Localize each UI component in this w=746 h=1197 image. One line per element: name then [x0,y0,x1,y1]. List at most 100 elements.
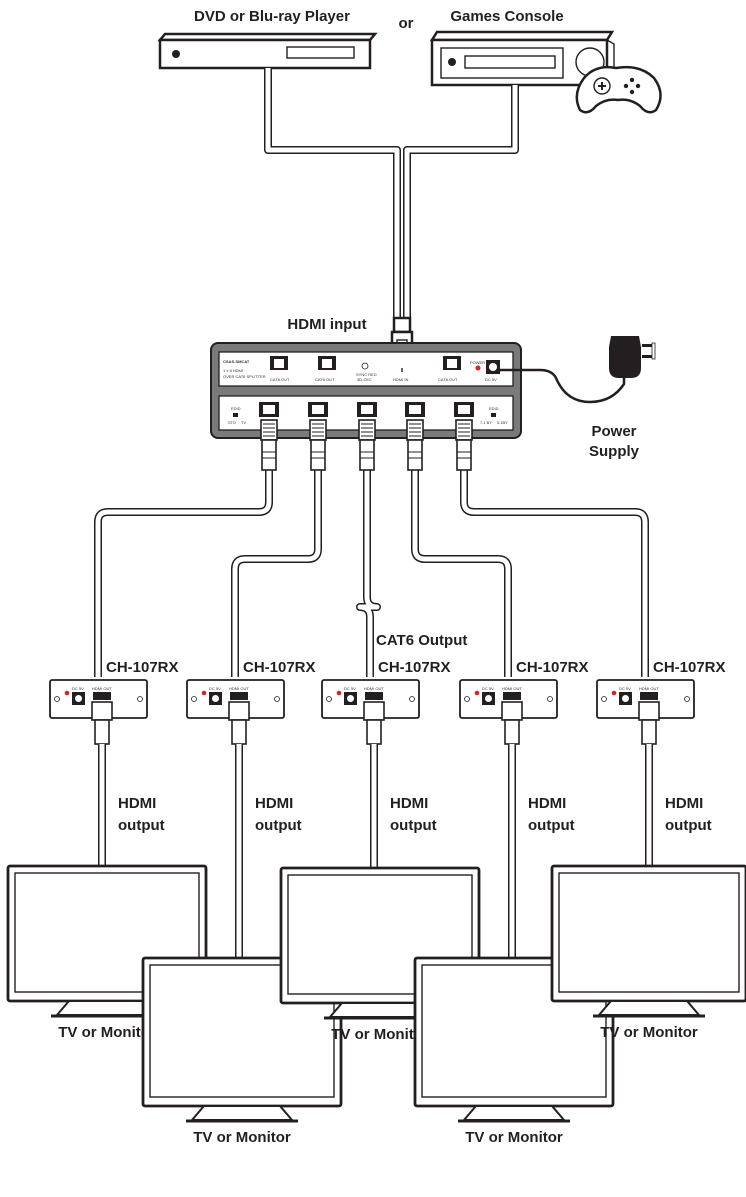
hdmi-output-label-line2: output [255,817,302,834]
receiver-screw [137,696,143,702]
receiver-screw [601,696,607,702]
receiver-led [201,690,207,696]
hdmi-output-label-line2: output [665,817,712,834]
monitor-label: TV or Monitor [600,1024,698,1041]
receiver-hdmi-plug [501,701,523,721]
hdmi-output-label-line2: output [528,817,575,834]
plug-head [406,419,424,441]
splitter-description-2: OVER CAT6 SPLITTER [223,374,266,379]
receiver-hdmi-out-label: HDMI OUT [639,686,659,691]
receiver-screw [409,696,415,702]
hdmi-output-label-4: HDMI output [528,795,575,834]
splitter-top-port-3: CAT6 OUT [438,356,461,382]
splitter-description-1: 1 x 8 HDMI [223,368,243,373]
splitter-edid-right-a: 7.1 BY [480,420,492,425]
monitor-label: TV or Monitor [331,1026,429,1043]
port-slot [312,405,324,414]
receiver-screw [464,696,470,702]
receiver-hdmi-boot [504,719,520,745]
splitter-output-ports [259,402,474,417]
monitor-5: TV or Monitor [550,864,746,1041]
monitor-label: TV or Monitor [193,1129,291,1146]
power-supply-label-1: Power [591,423,636,440]
receiver-hdmi-port [93,692,111,700]
plug-boot [261,439,277,471]
cat6-cable-inner-4 [412,470,511,677]
hdmi-output-labels: HDMIoutputHDMIoutputHDMIoutputHDMIoutput… [118,795,712,834]
receiver-led [474,690,480,696]
plug-head [455,419,473,441]
plug-boot [456,439,472,471]
receiver-hdmi-plug [638,701,660,721]
hdmi-output-label-line1: HDMI [528,795,566,812]
plug-boot [407,439,423,471]
plug-head [309,419,327,441]
power-supply [500,336,656,404]
receiver-hdmi-out-label: HDMI OUT [502,686,522,691]
splitter-edid-right-b: 5.1BY [497,420,508,425]
receiver-hdmi-boot [231,719,247,745]
receiver-hdmi-plug [228,701,250,721]
receiver-hdmi-port [640,692,658,700]
receiver-screw [191,696,197,702]
plug-boot [359,439,375,471]
monitor-stand [189,1105,295,1121]
receiver-dc-label: DC 5V [619,686,631,691]
games-console-label: Games Console [450,8,563,25]
plug-head [358,419,376,441]
splitter-model: CSAS-SMCAT [223,359,250,364]
splitter-sync-label: SYNC RED [356,372,377,377]
cat6-cable-outer-1 [94,470,273,677]
splitter-edid-right-label: EDID [489,406,499,411]
receiver-model-label: CH-107RX [106,659,179,676]
splitter-output-port-3 [357,402,377,417]
splitter-hdmi-in-label: HDMI IN [393,377,408,382]
receiver-model-label: CH-107RX [243,659,316,676]
monitor-label: TV or Monitor [465,1129,563,1146]
receiver-hdmi-boot [366,719,382,745]
cat6-plug-1 [260,419,278,471]
hdmi-output-label-line2: output [118,817,165,834]
monitor-label: TV or Monitor [58,1024,156,1041]
cat6-plug-5 [455,419,473,471]
receiver-dc-label: DC 5V [344,686,356,691]
dvd-player [157,32,378,70]
cat6-plug-3 [358,419,376,471]
splitter-top-port-2-label: CAT6 OUT [315,377,335,382]
receiver-screw [54,696,60,702]
cat6-cables [94,470,649,677]
splitter-top-port-3-label: CAT6 OUT [438,377,458,382]
cat6-plug-4 [406,419,424,471]
receiver-screw [684,696,690,702]
power-supply-label-2: Supply [589,443,640,460]
receiver-hdmi-port [365,692,383,700]
monitor-stand [596,1000,702,1016]
splitter-edid-label: EDID [231,406,241,411]
splitter-output-port-5 [454,402,474,417]
splitter-top-port-1: CAT6 OUT [270,356,290,382]
splitter-top-port-1-label: CAT6 OUT [270,377,290,382]
cat6-plug-2 [309,419,327,471]
splitter-std-label: STD [228,420,236,425]
gamepad-icon [575,65,662,114]
receiver-dc-hole [622,695,629,702]
or-label: or [399,15,414,32]
cat6-cable-outer-5 [460,470,649,677]
dvd-player-label: DVD or Blu-ray Player [194,8,350,25]
monitor-screen [558,872,740,993]
port-slot [361,405,373,414]
receiver-hdmi-out-label: HDMI OUT [364,686,384,691]
cat6-cable-inner-3 [357,470,380,677]
receiver-led [611,690,617,696]
receiver-dc-hole [347,695,354,702]
hdmi-input-label: HDMI input [287,316,366,333]
receiver-dc-hole [75,695,82,702]
